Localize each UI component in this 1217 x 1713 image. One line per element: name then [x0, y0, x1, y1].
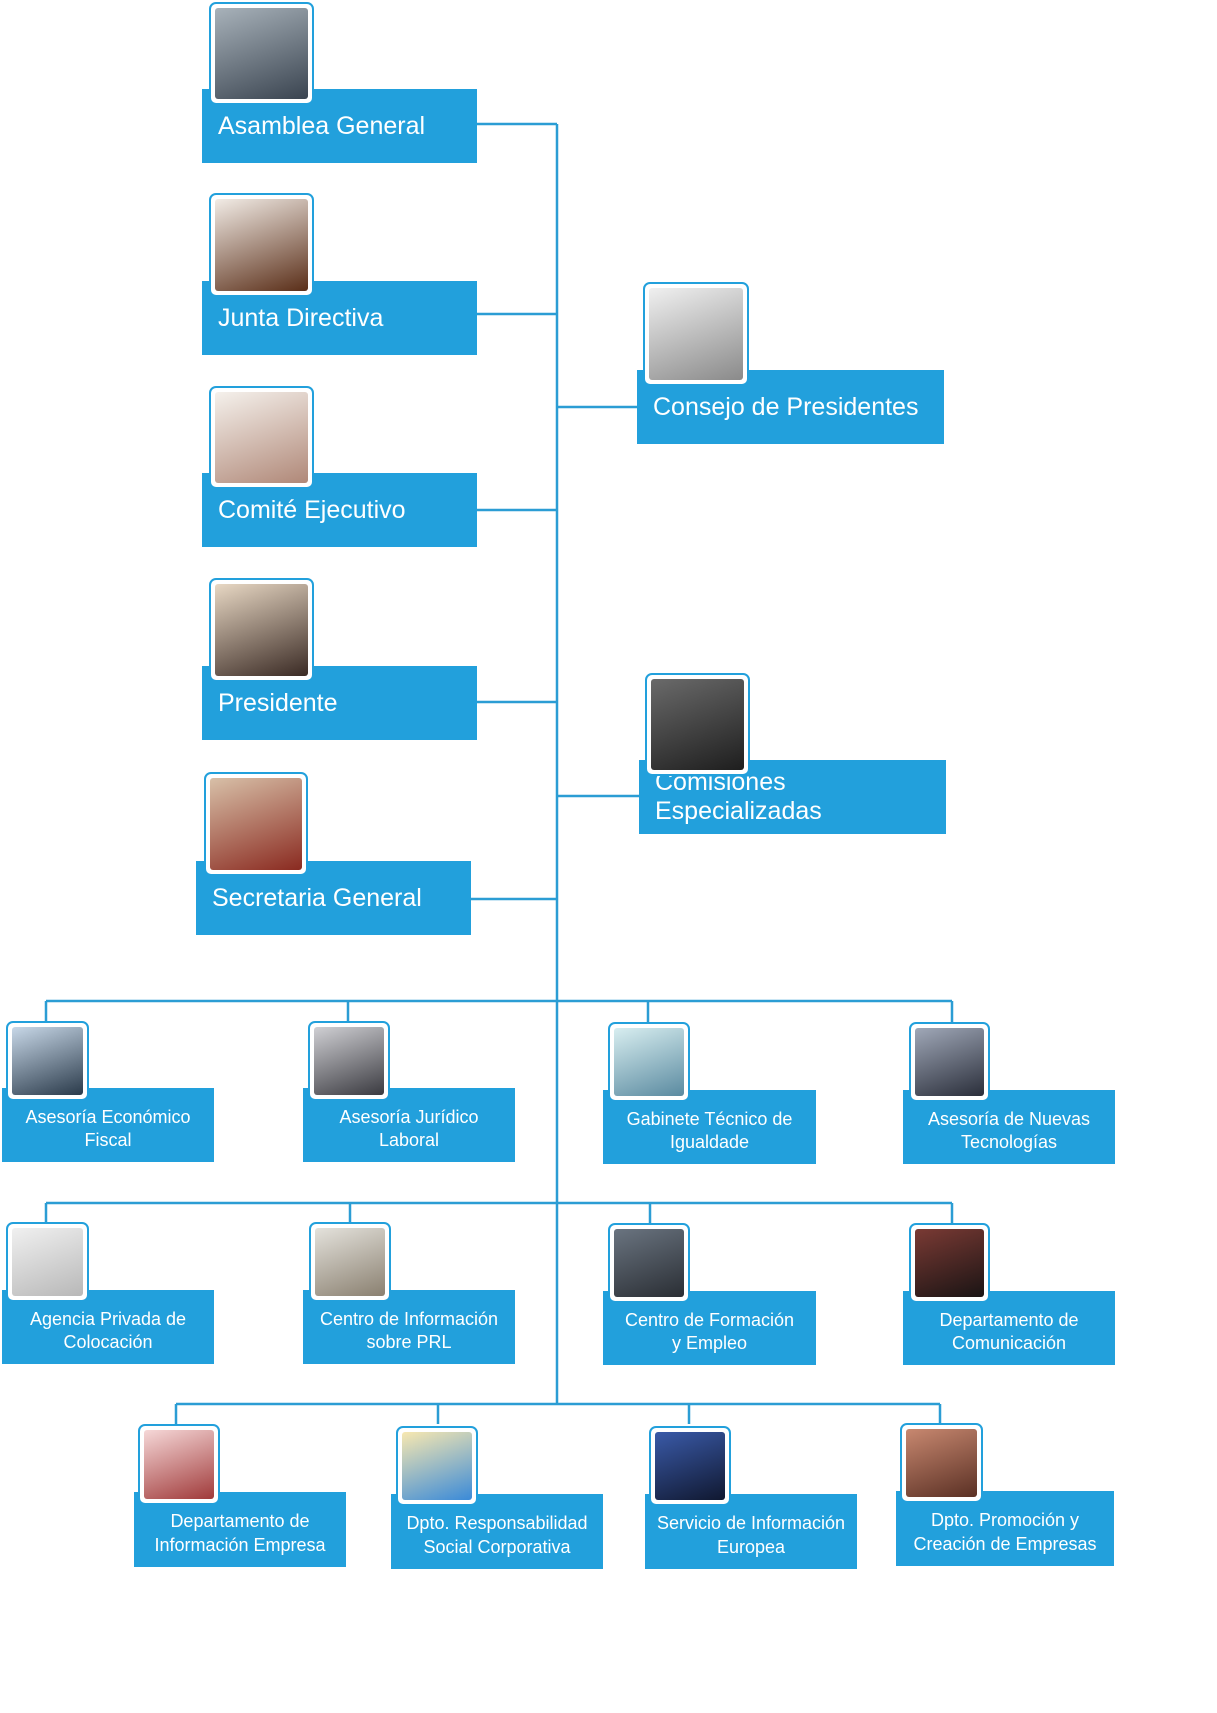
photo-image: [314, 1027, 384, 1095]
headset-smile-photo: [138, 1424, 220, 1505]
photo-image: [614, 1028, 684, 1096]
photo-image: [144, 1430, 214, 1499]
node-label: Departamento de Información Empresa: [154, 1511, 326, 1555]
node-label: Centro de Formación y Empleo: [624, 1309, 795, 1353]
node-label-box: Departamento de Comunicación: [903, 1291, 1115, 1365]
node-label-box: Dpto. Promoción y Creación de Empresas: [896, 1491, 1114, 1566]
worker-helmet-photo: [309, 1222, 391, 1302]
photo-image: [915, 1229, 984, 1297]
hand-brick-photo: [900, 1423, 983, 1503]
photo-image: [215, 392, 308, 483]
photo-image: [210, 778, 302, 870]
eu-flag-tablet-photo: [649, 1426, 731, 1506]
node-label: Presidente: [218, 688, 338, 717]
node-label: Comisiones Especializadas: [655, 768, 822, 825]
hand-chess-pieces-photo: [209, 2, 314, 105]
node-label-box: Departamento de Información Empresa: [134, 1492, 346, 1567]
node-label-box: Servicio de Información Europea: [645, 1494, 857, 1569]
node-label: Servicio de Información Europea: [656, 1513, 846, 1557]
node-label: Dpto. Promoción y Creación de Empresas: [913, 1510, 1097, 1554]
wooden-chess-kings-photo: [209, 193, 314, 297]
photo-image: [12, 1228, 83, 1296]
colorful-network-photo: [396, 1426, 478, 1506]
tablet-charts-photo: [6, 1021, 89, 1101]
photo-image: [651, 679, 744, 770]
photo-image: [649, 288, 743, 380]
node-label: Gabinete Técnico de Igualdade: [626, 1108, 793, 1152]
photo-image: [12, 1027, 83, 1095]
node-label: Secretaria General: [212, 883, 422, 912]
node-label: Dpto. Responsabilidad Social Corporativa: [406, 1513, 588, 1557]
gavel-documents-photo: [308, 1021, 390, 1101]
node-label-box: Gabinete Técnico de Igualdade: [603, 1090, 816, 1164]
node-label-box: Centro de Información sobre PRL: [303, 1290, 515, 1364]
photo-image: [215, 8, 308, 99]
node-label: Junta Directiva: [218, 303, 384, 332]
child-thinking-photo: [608, 1223, 690, 1303]
photo-image: [614, 1229, 684, 1297]
microphone-photo: [909, 1223, 990, 1303]
node-label-box: Comité Ejecutivo: [202, 473, 477, 547]
node-label: Departamento de Comunicación: [939, 1309, 1079, 1353]
president-portrait-photo: [209, 578, 314, 682]
secretary-portrait-photo: [204, 772, 308, 876]
globe-photo: [643, 282, 749, 386]
photo-image: [315, 1228, 385, 1296]
node-label: Comité Ejecutivo: [218, 495, 406, 524]
photo-image: [402, 1432, 472, 1500]
photo-image: [215, 199, 308, 291]
puzzle-figures-photo: [6, 1222, 89, 1302]
node-label: Asesoría de Nuevas Tecnologías: [927, 1108, 1091, 1152]
photo-image: [906, 1429, 977, 1497]
node-label-box: Agencia Privada de Colocación: [2, 1290, 214, 1364]
node-label: Consejo de Presidentes: [653, 392, 919, 421]
balance-figures-photo: [608, 1022, 690, 1102]
node-label-box: Asesoría de Nuevas Tecnologías: [903, 1090, 1115, 1164]
finger-target-photo: [645, 673, 750, 776]
node-label: Agencia Privada de Colocación: [29, 1308, 187, 1352]
node-label: Asesoría Jurídico Laboral: [339, 1106, 479, 1150]
node-label: Centro de Información sobre PRL: [319, 1308, 499, 1352]
photo-image: [215, 584, 308, 676]
node-label-box: Dpto. Responsabilidad Social Corporativa: [391, 1494, 603, 1569]
node-label-box: Centro de Formación y Empleo: [603, 1291, 816, 1365]
node-label: Asamblea General: [218, 111, 426, 140]
man-laptop-photo: [909, 1022, 990, 1102]
stacked-stones-photo: [209, 386, 314, 489]
node-label: Asesoría Económico Fiscal: [25, 1106, 191, 1150]
photo-image: [915, 1028, 984, 1096]
photo-image: [655, 1432, 725, 1500]
